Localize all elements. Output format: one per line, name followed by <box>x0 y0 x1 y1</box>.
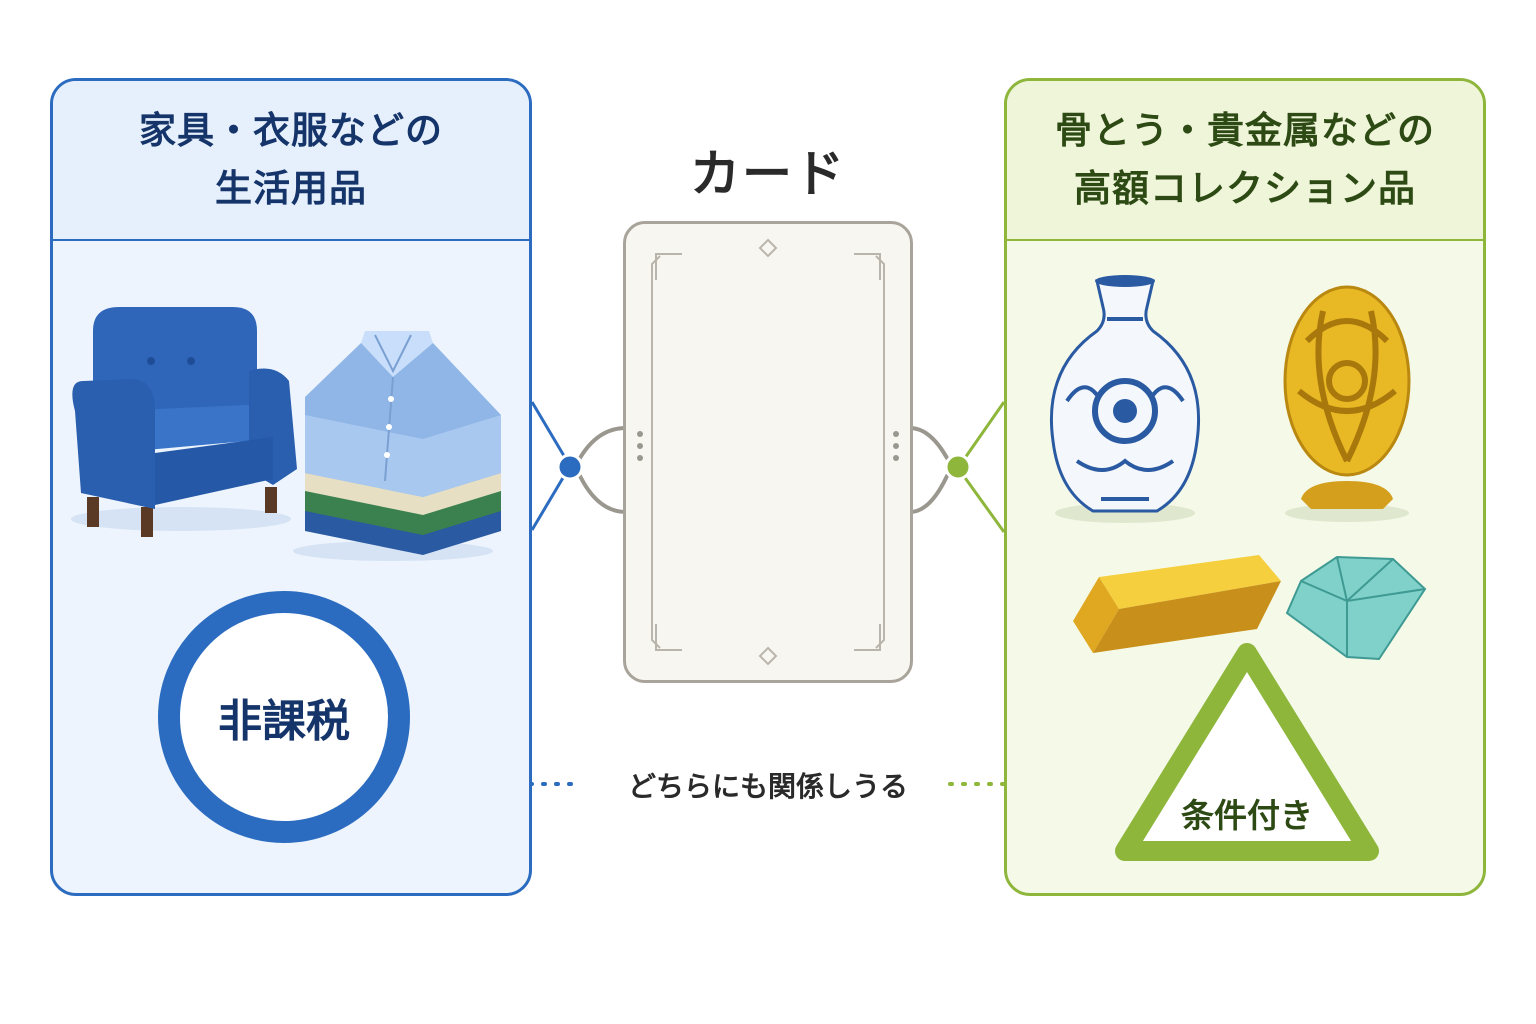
left-connector-node <box>556 453 584 481</box>
armchair-icon <box>71 307 297 537</box>
golden-egg-icon <box>1283 285 1411 522</box>
folded-shirts-icon <box>293 331 501 561</box>
card-title: カード <box>690 145 846 203</box>
card <box>623 221 913 683</box>
gold-bar-icon <box>1073 555 1281 653</box>
tax-exempt-badge: 非課税 <box>158 591 410 843</box>
conditional-label: 条件付き <box>1181 796 1313 835</box>
right-connector-node <box>944 453 972 481</box>
everyday-items-panel: 家具・衣服などの 生活用品 <box>50 78 532 896</box>
everyday-items-illustration <box>71 307 501 561</box>
card-frame-ornament <box>637 238 899 666</box>
collectibles-illustration <box>1049 275 1427 861</box>
relation-label: どちらにも関係しうる <box>627 770 908 803</box>
collectibles-title: 骨とう・貴金属などの 高額コレクション品 <box>1007 81 1483 241</box>
collectibles-panel: 骨とう・貴金属などの 高額コレクション品 <box>1004 78 1486 896</box>
everyday-items-title: 家具・衣服などの 生活用品 <box>53 81 529 241</box>
conditional-triangle <box>1115 643 1379 861</box>
gemstone-icon <box>1285 555 1427 661</box>
porcelain-vase-icon <box>1049 275 1201 523</box>
